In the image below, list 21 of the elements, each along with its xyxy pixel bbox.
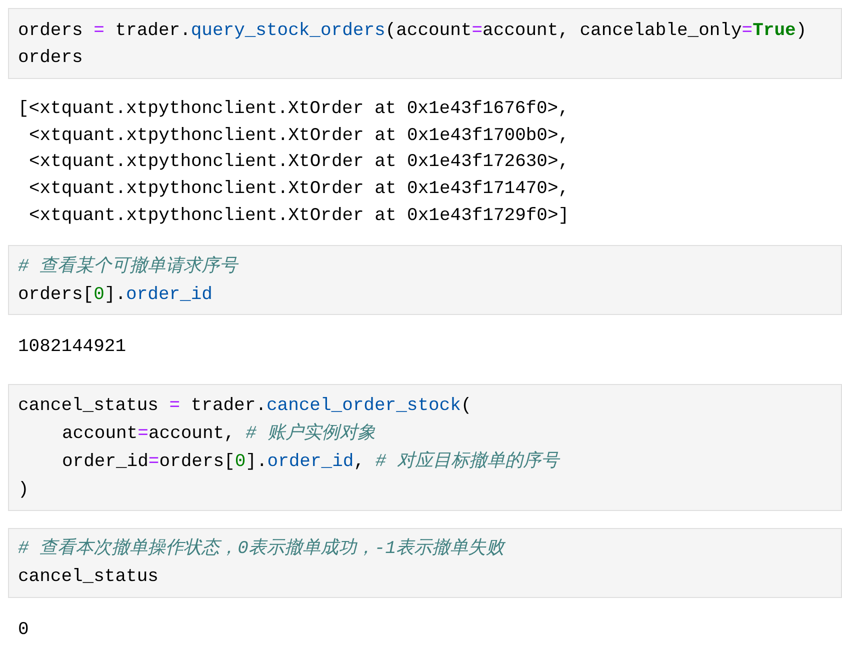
output-text: 1082144921 xyxy=(18,336,126,358)
code-comment: # 查看某个可撤单请求序号 xyxy=(18,256,238,278)
output-text: <xtquant.xtpythonclient.XtOrder at 0x1e43f1729f0>] xyxy=(29,205,570,227)
code-line: orders = trader.query_stock_orders(account=account, cancelable_only=True) xyxy=(18,20,807,42)
code-cell xyxy=(8,245,842,315)
code-line: order_id=orders[0].order_id, # 对应目标撤单的序号 xyxy=(62,451,559,473)
code-comment: # 查看本次撤单操作状态，0表示撤单成功，-1表示撤单失败 xyxy=(18,538,504,560)
output-text: [<xtquant.xtpythonclient.XtOrder at 0x1e43f1676f0>, xyxy=(18,98,569,120)
output-text: <xtquant.xtpythonclient.XtOrder at 0x1e43f171470>, xyxy=(29,178,570,200)
code-line: orders xyxy=(18,47,83,69)
code-cell xyxy=(8,528,842,598)
output-text: <xtquant.xtpythonclient.XtOrder at 0x1e43f1700b0>, xyxy=(29,125,570,147)
code-line: cancel_status = trader.cancel_order_stock( xyxy=(18,395,472,417)
code-line: cancel_status xyxy=(18,566,158,588)
output-text: <xtquant.xtpythonclient.XtOrder at 0x1e43f172630>, xyxy=(29,151,570,173)
output-text: 0 xyxy=(18,619,29,641)
code-line: orders[0].order_id xyxy=(18,284,212,306)
code-line: account=account, # 账户实例对象 xyxy=(62,423,376,445)
code-cell xyxy=(8,384,842,511)
code-line: ) xyxy=(18,479,29,501)
code-cell xyxy=(8,8,842,79)
